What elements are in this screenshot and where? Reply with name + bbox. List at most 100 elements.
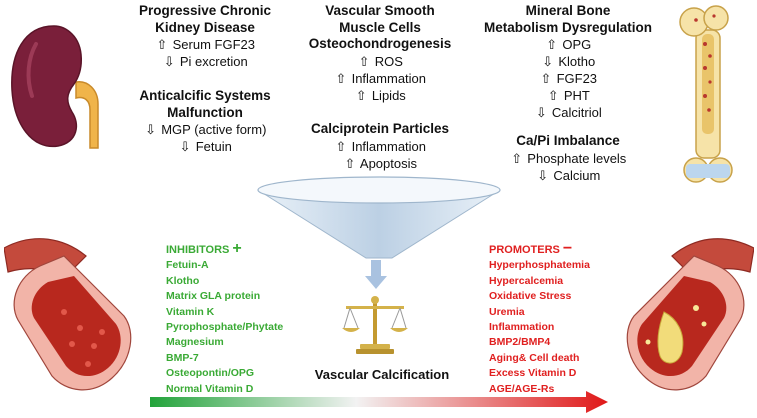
mbm-line-text: FGF23 [556,71,598,86]
up-arrow-icon: ⇧ [546,37,558,52]
ckd-line: ⇧ Serum FGF23 [130,36,280,53]
balance-scale-icon [342,296,408,354]
vsmc-line-text: Inflammation [351,70,427,86]
down-arrow-icon [365,260,387,289]
ckd-line: ⇩ Pi excretion [130,53,280,70]
anticalcific-line-text: MGP (active form) [161,122,267,137]
mbm-block: Mineral Bone Metabolism Dysregulation ⇧ … [478,3,658,121]
list-item: Excess Vitamin D [489,367,577,380]
capi-line: ⇧ Phosphate levels [478,150,658,167]
vsmc-title-3: Osteochondrogenesis [308,36,452,51]
vsmc-line: ⇧ Inflammation [295,70,465,87]
up-arrow-icon: ⇧ [344,155,356,171]
mbm-title-1: Mineral Bone [525,3,611,18]
vsmc-title-1: Vascular Smooth [325,3,435,18]
vsmc-title-2: Muscle Cells [339,19,421,35]
mbm-line: ⇩ Klotho [478,53,658,70]
list-item: Pyrophosphate/Phytate [166,321,284,334]
mbm-line-text: PHT [563,88,590,103]
down-arrow-icon: ⇩ [163,54,175,69]
capi-line-text: Phosphate levels [527,150,627,166]
up-arrow-icon: ⇧ [335,70,347,86]
anticalcific-block: Anticalcific Systems Malfunction ⇩ MGP (… [125,88,285,155]
vsmc-line: ⇧ ROS [295,53,465,70]
up-arrow-icon: ⇧ [547,88,559,103]
up-arrow-icon: ⇧ [156,37,168,52]
anticalcific-line: ⇩ MGP (active form) [125,121,285,138]
list-item: Magnesium [166,336,224,349]
list-item: Inflammation [489,321,555,334]
ckd-line-text: Serum FGF23 [172,37,255,52]
capi-line-text: Calcium [553,167,601,183]
inhibitors-list: INHIBITORS+ Fetuin-A Klotho Matrix GLA p… [166,241,283,397]
inhibitors-title: INHIBITORS+ [166,241,283,258]
inhibitors-title-text: INHIBITORS [166,244,230,256]
capi-block: Ca/Pi Imbalance ⇧ Phosphate levels ⇩ Cal… [478,133,658,184]
mbm-line: ⇧ PHT [478,87,658,104]
cpp-line: ⇧ Apoptosis [295,155,465,172]
mbm-line: ⇩ Calcitriol [478,104,658,121]
promoters-title-text: PROMOTERS [489,244,560,256]
list-item: Uremia [489,305,525,318]
up-arrow-icon: ⇧ [540,71,552,86]
list-item: Normal Vitamin D [166,382,254,395]
mbm-title-2: Metabolism Dysregulation [483,19,653,35]
mbm-line-text: Klotho [558,54,596,69]
capi-line: ⇩ Calcium [478,167,658,184]
ckd-title-2: Kidney Disease [155,19,255,35]
kidney-icon [11,25,99,149]
cpp-line-text: Apoptosis [359,155,417,171]
cpp-line: ⇧ Inflammation [295,138,465,155]
up-arrow-icon: ⇧ [335,138,347,154]
healthy-vessel-icon [4,238,132,391]
promoters-list: PROMOTERS− Hyperphosphatemia Hypercalcem… [489,241,590,397]
list-item: BMP2/BMP4 [489,336,551,349]
funnel [257,176,501,259]
up-arrow-icon: ⇧ [355,87,367,103]
ckd-line-text: Pi excretion [179,54,248,69]
vsmc-line: ⇧ Lipids [295,87,465,104]
cpp-line-text: Inflammation [351,138,427,154]
list-item: Vitamin K [166,305,215,318]
list-item: Klotho [166,274,200,287]
list-item: Fetuin-A [166,259,209,272]
anticalcific-line: ⇩ Fetuin [125,138,285,155]
down-arrow-icon: ⇩ [535,105,547,120]
anticalcific-line-text: Fetuin [195,139,232,154]
down-arrow-icon: ⇩ [179,139,191,154]
mbm-line-text: Calcitriol [551,105,602,120]
down-arrow-icon: ⇩ [542,54,554,69]
vsmc-block: Vascular Smooth Muscle Cells Osteochondr… [295,3,465,104]
gradient-arrow [150,391,608,413]
list-item: Oxidative Stress [489,290,572,303]
promoters-title: PROMOTERS− [489,241,590,258]
outcome-label: Vascular Calcification [314,367,450,382]
list-item: Aging& Cell death [489,351,580,364]
bone-icon [679,5,733,183]
up-arrow-icon: ⇧ [511,150,523,166]
plus-icon: + [232,240,242,257]
minus-icon: − [562,240,573,257]
calcified-vessel-icon [626,238,754,391]
mbm-line: ⇧ FGF23 [478,70,658,87]
mbm-line-text: OPG [562,37,592,52]
cpp-title: Calciprotein Particles [310,121,450,136]
list-item: Hyperphosphatemia [489,259,590,272]
mbm-line: ⇧ OPG [478,36,658,53]
ckd-title-1: Progressive Chronic [138,3,272,18]
capi-title: Ca/Pi Imbalance [516,133,620,148]
list-item: Matrix GLA protein [166,290,261,303]
list-item: BMP-7 [166,351,199,364]
cpp-block: Calciprotein Particles ⇧ Inflammation ⇧ … [295,121,465,172]
list-item: Osteopontin/OPG [166,367,255,380]
list-item: AGE/AGE-Rs [489,382,555,395]
vsmc-line-text: ROS [374,53,403,69]
down-arrow-icon: ⇩ [145,122,157,137]
up-arrow-icon: ⇧ [358,53,370,69]
down-arrow-icon: ⇩ [537,167,549,183]
anticalcific-title-2: Malfunction [167,104,243,120]
vsmc-line-text: Lipids [371,87,406,103]
anticalcific-title-1: Anticalcific Systems [139,88,271,103]
list-item: Hypercalcemia [489,274,564,287]
ckd-block: Progressive Chronic Kidney Disease ⇧ Ser… [130,3,280,70]
